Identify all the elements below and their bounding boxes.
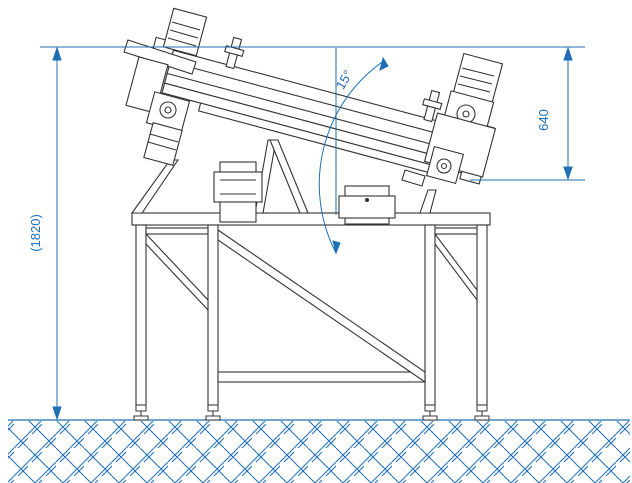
reference-lines: [40, 46, 585, 181]
collection-box-left: [213, 161, 263, 223]
angle-dimension: [318, 48, 389, 255]
motor-right: [401, 52, 504, 187]
collection-box-right: [338, 185, 396, 225]
support-frame: [130, 139, 491, 406]
ground-hatch: [8, 419, 630, 483]
offset-dimension-label: 640: [536, 109, 551, 131]
leveling-feet: [133, 404, 490, 421]
height-dimension: [52, 46, 62, 421]
height-dimension-label: (1820): [28, 214, 43, 252]
offset-dimension: [563, 46, 573, 181]
motor-left: [123, 7, 208, 166]
